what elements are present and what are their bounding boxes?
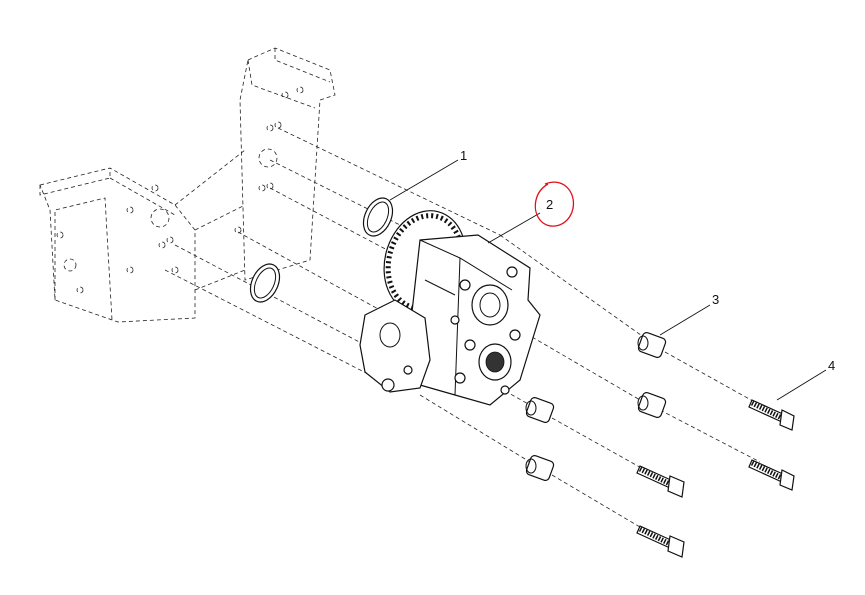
- o-ring-lower: [249, 263, 281, 303]
- o-ring-upper: [362, 197, 394, 237]
- pump-assembly: [359, 210, 541, 406]
- spacer-upper-right: [637, 332, 667, 358]
- spacer-upper-left: [525, 397, 555, 423]
- bolt-lower-left: [636, 525, 685, 558]
- spacer-lower-left: [525, 455, 555, 481]
- mounting-bracket-phantom: [39, 47, 336, 323]
- spacer-lower-right: [637, 392, 667, 418]
- highlight-circle: [534, 181, 575, 227]
- bolt-upper-left: [636, 465, 685, 498]
- callout-3: 3: [712, 292, 719, 307]
- bolt-lower-right: [748, 459, 795, 491]
- callout-4: 4: [828, 358, 835, 373]
- bolt-upper-right: [748, 399, 795, 431]
- callout-2: 2: [546, 197, 553, 212]
- callout-1: 1: [460, 148, 467, 163]
- leader-lines: [389, 159, 827, 401]
